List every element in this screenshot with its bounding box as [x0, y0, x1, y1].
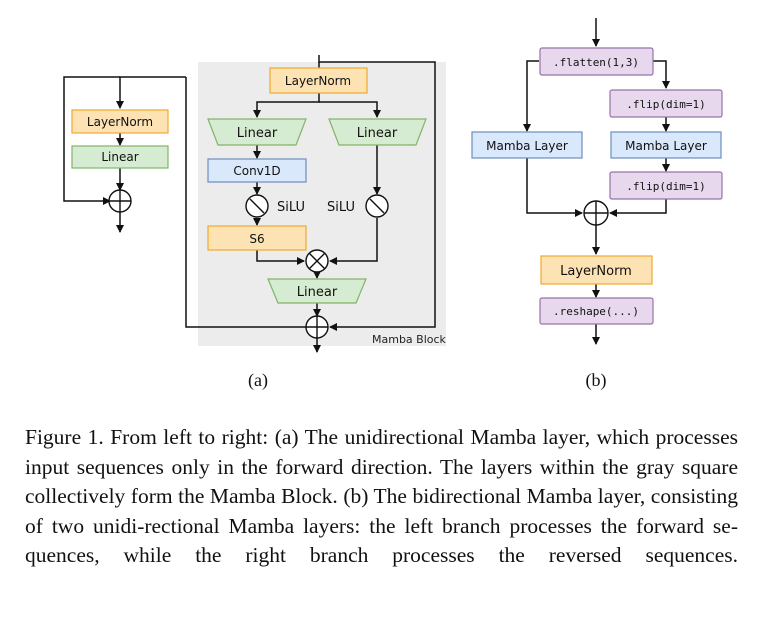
panel-b-layernorm-box	[540, 255, 653, 285]
mamba-layer-right-box	[610, 131, 722, 159]
panel-b-add-icon	[583, 200, 609, 226]
outer-layernorm-box	[71, 109, 169, 134]
flip-top-box	[609, 89, 723, 118]
figure-diagram: Mamba Block LayerNorm Linear	[63, 18, 723, 391]
panel-b-connectors	[523, 18, 670, 345]
linear-right-label: Linear	[357, 126, 398, 141]
reshape-box	[539, 297, 654, 325]
outer-linear-box	[71, 145, 169, 169]
block-add-icon	[305, 315, 329, 339]
panel-b-layernorm-label: LayerNorm	[560, 264, 632, 279]
flip-top-label: .flip(dim=1)	[626, 98, 705, 111]
outer-add-icon	[108, 189, 132, 213]
layernorm-box	[269, 67, 368, 94]
silu-left-icon	[245, 194, 269, 218]
mamba-layer-left-label: Mamba Layer	[486, 139, 568, 153]
linear-left-box	[207, 118, 307, 146]
layernorm-label: LayerNorm	[285, 74, 351, 88]
s6-box	[207, 225, 307, 251]
mamba-layer-right-label: Mamba Layer	[625, 139, 707, 153]
reshape-label: .reshape(...)	[553, 305, 639, 318]
mamba-block-connectors	[253, 62, 381, 353]
silu-right-label: SiLU	[327, 200, 355, 215]
conv1d-box	[207, 158, 307, 183]
flatten-box	[539, 47, 654, 76]
panel-b: .flatten(1,3) .flip(dim=1) Mamba Layer M…	[471, 18, 723, 391]
s6-label: S6	[249, 232, 264, 246]
outer-linear-label: Linear	[101, 150, 138, 164]
flip-bottom-label: .flip(dim=1)	[626, 180, 705, 193]
figure-caption: Figure 1. From left to right: (a) The un…	[25, 425, 738, 568]
outer-layernorm-label: LayerNorm	[87, 115, 153, 129]
conv1d-label: Conv1D	[233, 164, 280, 178]
mamba-layer-left-box	[471, 131, 583, 159]
panel-a: Mamba Block LayerNorm Linear	[63, 55, 447, 391]
linear-right-box	[328, 118, 427, 146]
flip-bottom-box	[609, 171, 723, 200]
silu-left-label: SiLU	[277, 200, 305, 215]
panel-b-sublabel: (b)	[586, 370, 607, 391]
outer-residual-connectors	[63, 55, 436, 331]
silu-right-icon	[365, 194, 389, 218]
mamba-block-label: Mamba Block	[372, 333, 447, 346]
multiply-icon	[305, 249, 329, 273]
linear-out-box	[267, 278, 367, 304]
panel-a-sublabel: (a)	[248, 370, 268, 391]
linear-out-label: Linear	[297, 285, 338, 300]
linear-left-label: Linear	[237, 126, 278, 141]
flatten-label: .flatten(1,3)	[553, 56, 639, 69]
